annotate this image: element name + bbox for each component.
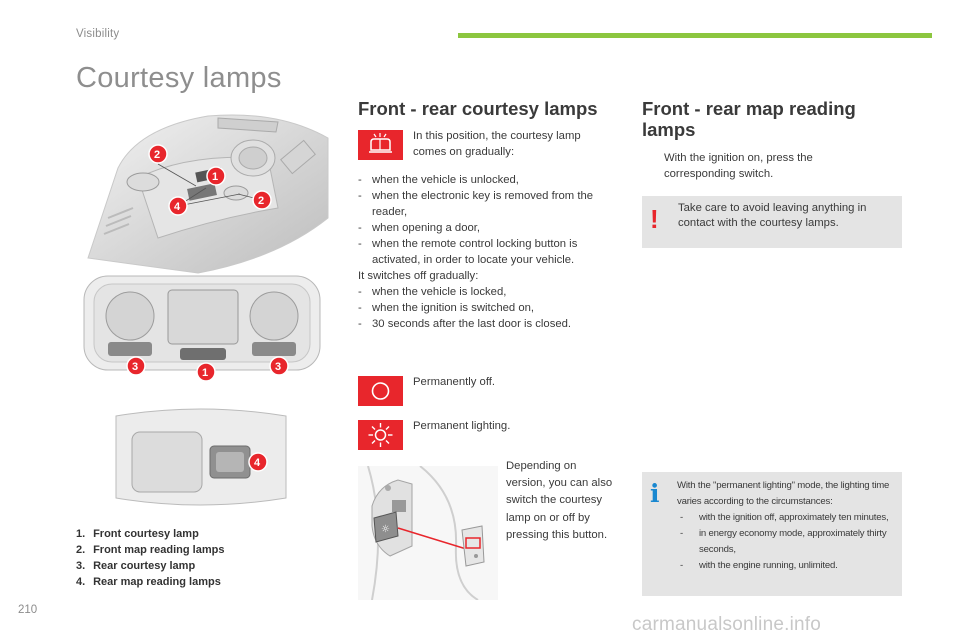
list-item: -in energy economy mode, approximately t… <box>680 528 887 555</box>
section-color-bar <box>458 33 932 38</box>
off-intro-text: It switches off gradually: <box>358 270 479 282</box>
list-item: -when the electronic key is removed from… <box>358 190 594 218</box>
info-text: With the "permanent lighting" mode, the … <box>677 478 899 574</box>
info-intro: With the "permanent lighting" mode, the … <box>677 480 890 507</box>
svg-text:3: 3 <box>275 361 281 373</box>
ignition-instruction: With the ignition on, press the correspo… <box>664 152 813 180</box>
page-number: 210 <box>18 604 38 616</box>
door-lamp-icon <box>358 130 403 160</box>
courtesy-conditions-list: -when the vehicle is unlocked, -when the… <box>358 172 608 332</box>
page-title: Courtesy lamps <box>76 62 282 94</box>
list-item: -when the remote control locking button … <box>358 238 578 266</box>
warning-icon: ! <box>650 204 659 234</box>
list-item: -with the engine running, unlimited. <box>680 560 838 571</box>
lamp-on-icon <box>358 420 403 450</box>
list-item: -with the ignition off, approximately te… <box>680 512 889 523</box>
section-label: Visibility <box>76 28 120 40</box>
courtesy-lamps-heading: Front - rear courtesy lamps <box>358 98 598 119</box>
svg-text:3: 3 <box>132 361 138 373</box>
legend-item: 4. Rear map reading lamps <box>76 576 221 588</box>
map-reading-heading: Front - rear map reading lamps <box>642 98 856 140</box>
info-box: i With the "permanent lighting" mode, th… <box>642 472 902 596</box>
legend-item: 1. Front courtesy lamp <box>76 528 199 540</box>
list-item: -30 seconds after the last door is close… <box>358 318 572 330</box>
lamp-off-icon <box>358 376 403 406</box>
svg-text:☼: ☼ <box>381 524 390 535</box>
front-console-illustration: 2 1 4 2 <box>78 108 340 276</box>
list-item: -when the ignition is switched on, <box>358 302 535 314</box>
warning-text: Take care to avoid leaving anything in c… <box>678 202 867 229</box>
permanently-off-text: Permanently off. <box>413 376 496 388</box>
rear-courtesy-illustration: 3 1 3 <box>80 270 324 382</box>
callout-legend: 1. Front courtesy lamp 2. Front map read… <box>76 526 224 590</box>
door-switch-illustration: ☼ <box>358 466 498 600</box>
list-item: -when the vehicle is unlocked, <box>358 174 519 186</box>
legend-item: 3. Rear courtesy lamp <box>76 560 196 572</box>
svg-text:2: 2 <box>258 195 264 207</box>
info-icon: i <box>650 479 660 508</box>
svg-text:4: 4 <box>254 457 261 469</box>
list-item: -when opening a door, <box>358 222 481 234</box>
watermark: carmanualsonline.info <box>632 614 822 635</box>
permanent-lighting-text: Permanent lighting. <box>413 420 511 432</box>
warning-box: ! Take care to avoid leaving anything in… <box>642 196 902 248</box>
svg-text:1: 1 <box>212 171 218 183</box>
svg-text:4: 4 <box>174 201 181 213</box>
svg-text:2: 2 <box>154 149 160 161</box>
legend-item: 2. Front map reading lamps <box>76 544 225 556</box>
list-item: -when the vehicle is locked, <box>358 286 507 298</box>
version-switch-text: Depending on version, you can also switc… <box>506 460 613 541</box>
rear-map-lamp-illustration: 4 <box>110 402 292 512</box>
svg-text:1: 1 <box>202 367 208 379</box>
gradual-on-text: In this position, the courtesy lamp come… <box>413 130 581 158</box>
